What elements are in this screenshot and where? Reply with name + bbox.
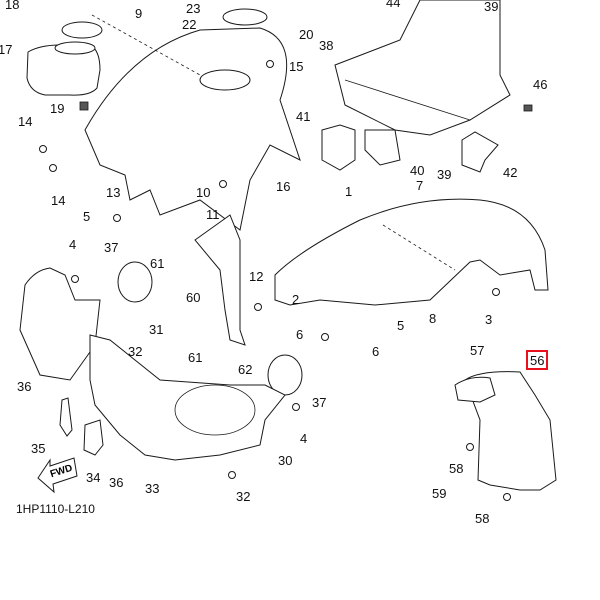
callout-c30[interactable]: 30: [278, 453, 293, 468]
flap-part-60: [194, 214, 246, 346]
callout-c17[interactable]: 17: [0, 42, 13, 57]
rear-fender-part-1: [274, 198, 549, 306]
callout-c58a[interactable]: 58: [449, 461, 464, 476]
callout-c16[interactable]: 16: [276, 179, 291, 194]
callout-c34[interactable]: 34: [86, 470, 101, 485]
rear-frame-part-38: [334, 0, 511, 136]
callout-c32b[interactable]: 32: [236, 489, 251, 504]
callout-c6a[interactable]: 6: [296, 327, 304, 342]
front-fender-part-9: [84, 14, 301, 231]
callout-c59[interactable]: 59: [432, 486, 447, 501]
duct-ring-part-37-left: [117, 261, 153, 303]
callout-c2[interactable]: 2: [292, 292, 300, 307]
callout-c46[interactable]: 46: [533, 77, 548, 92]
clip-part-46: [523, 104, 533, 112]
side-cover-part: [19, 267, 101, 381]
mudflap-part-56: [454, 371, 557, 491]
callout-c19[interactable]: 19: [50, 101, 65, 116]
callout-c18[interactable]: 18: [5, 0, 20, 12]
callout-c39b[interactable]: 39: [437, 167, 452, 182]
callout-c5a[interactable]: 5: [83, 209, 91, 224]
callout-c5b[interactable]: 5: [397, 318, 405, 333]
ring-part-18: [61, 21, 103, 39]
bracket-part-40: [364, 129, 401, 166]
callout-c37b[interactable]: 37: [312, 395, 327, 410]
callout-c8[interactable]: 8: [429, 311, 437, 326]
callout-c4a[interactable]: 4: [69, 237, 77, 252]
callout-c62[interactable]: 62: [238, 362, 253, 377]
callout-c40[interactable]: 40: [410, 163, 425, 178]
plate-part-35: [59, 397, 73, 437]
callout-c22[interactable]: 22: [182, 17, 197, 32]
callout-c4b[interactable]: 4: [300, 431, 308, 446]
callout-c37a[interactable]: 37: [104, 240, 119, 255]
callout-c39a[interactable]: 39: [484, 0, 499, 14]
callout-c20[interactable]: 20: [299, 27, 314, 42]
callout-c15[interactable]: 15: [289, 59, 304, 74]
callout-c33[interactable]: 33: [145, 481, 160, 496]
bracket-part-42: [461, 131, 499, 173]
ring-part-23: [222, 8, 268, 26]
callout-c32a[interactable]: 32: [128, 344, 143, 359]
callout-c31[interactable]: 31: [149, 322, 164, 337]
callout-c35[interactable]: 35: [31, 441, 46, 456]
callout-c36b[interactable]: 36: [109, 475, 124, 490]
grill-part-34: [83, 419, 104, 456]
bracket-part-41: [321, 124, 356, 171]
fasteners: [39, 60, 511, 501]
callout-c3[interactable]: 3: [485, 312, 493, 327]
fuel-tank-part-17: [26, 41, 101, 96]
callout-c13[interactable]: 13: [106, 185, 121, 200]
callout-c1[interactable]: 1: [345, 184, 353, 199]
callout-c44[interactable]: 44: [386, 0, 401, 10]
callout-c61b[interactable]: 61: [188, 350, 203, 365]
callout-c36a[interactable]: 36: [17, 379, 32, 394]
callout-c60[interactable]: 60: [186, 290, 201, 305]
callout-c38[interactable]: 38: [319, 38, 334, 53]
callout-c57[interactable]: 57: [470, 343, 485, 358]
callout-c12[interactable]: 12: [249, 269, 264, 284]
callout-c42[interactable]: 42: [503, 165, 518, 180]
footrest-part-30: [89, 334, 286, 461]
callout-c7[interactable]: 7: [416, 178, 424, 193]
diagram-code: 1HP1110-L210: [16, 502, 95, 516]
callout-c14b[interactable]: 14: [51, 193, 66, 208]
forward-arrow-icon: [37, 457, 78, 494]
callout-c14a[interactable]: 14: [18, 114, 33, 129]
cap-part-19: [79, 101, 89, 111]
callout-c10[interactable]: 10: [196, 185, 211, 200]
callout-c58b[interactable]: 58: [475, 511, 490, 526]
callout-c41[interactable]: 41: [296, 109, 311, 124]
callout-c9[interactable]: 9: [135, 6, 143, 21]
callout-c23[interactable]: 23: [186, 1, 201, 16]
callout-c11[interactable]: 11: [206, 207, 220, 222]
callout-c56[interactable]: 56: [526, 350, 549, 370]
callout-c6b[interactable]: 6: [372, 344, 380, 359]
callout-c61a[interactable]: 61: [150, 256, 165, 271]
